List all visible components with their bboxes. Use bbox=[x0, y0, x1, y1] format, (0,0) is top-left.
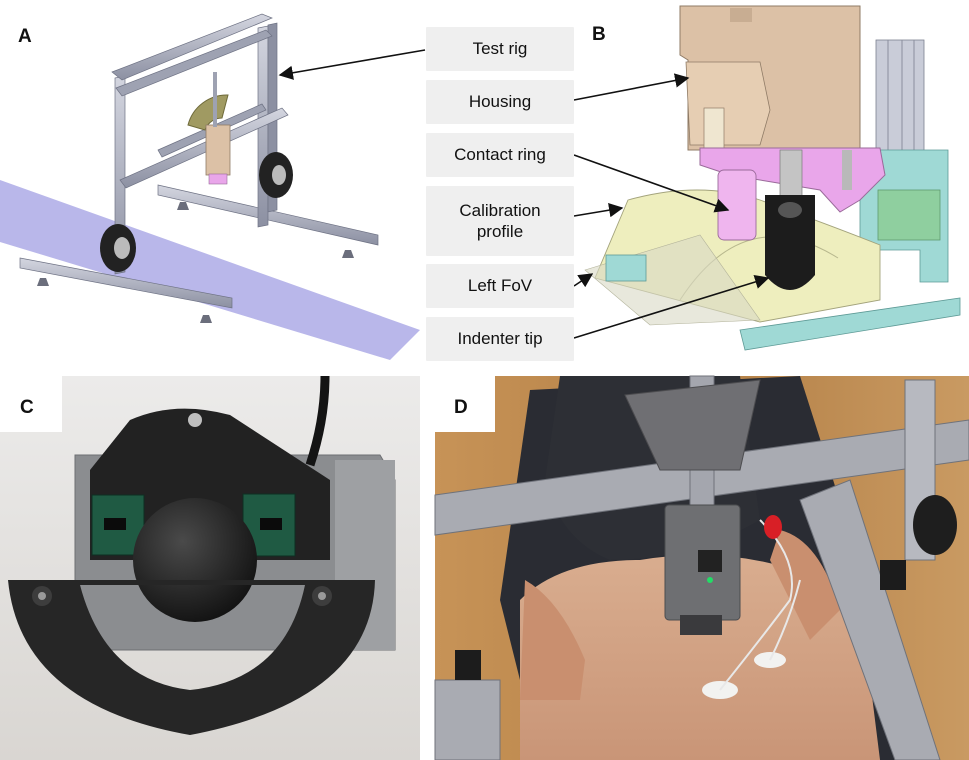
aluminium-profile bbox=[875, 39, 925, 161]
arrow-contact-ring bbox=[573, 154, 730, 213]
callout-arrows bbox=[278, 49, 770, 339]
panel-label-a: A bbox=[18, 26, 32, 47]
panel-a-test-rig-render bbox=[0, 13, 420, 360]
floor-plane bbox=[0, 180, 420, 360]
arrow-left-fov bbox=[573, 273, 594, 288]
panel-c-sensor-photo bbox=[0, 375, 420, 760]
base-bracket bbox=[739, 297, 961, 351]
front-base-bar bbox=[19, 257, 233, 309]
arrow-test-rig bbox=[278, 49, 426, 80]
panel-b-sensor-cad bbox=[584, 5, 961, 351]
callout-left-fov: Left FoV bbox=[426, 264, 574, 308]
callout-housing: Housing bbox=[426, 80, 574, 124]
indenter-ball bbox=[133, 498, 257, 622]
panel-label-b: B bbox=[592, 24, 606, 45]
arrow-indenter-tip bbox=[573, 274, 770, 339]
callout-calibration-line1: Calibration bbox=[459, 200, 541, 220]
arrow-calibration-profile bbox=[573, 203, 624, 218]
panel-label-d: D bbox=[454, 397, 468, 418]
top-beam bbox=[111, 13, 273, 81]
rig-housing bbox=[205, 124, 231, 176]
arrow-housing bbox=[573, 73, 690, 101]
gear-sector bbox=[187, 94, 229, 131]
subject-torso bbox=[520, 555, 880, 760]
contact-ring-photo bbox=[8, 580, 375, 735]
panel-label-c: C bbox=[20, 397, 34, 418]
panel-d-experiment-photo bbox=[434, 375, 969, 760]
callout-indenter-tip: Indenter tip bbox=[426, 317, 574, 361]
callout-contact-ring: Contact ring bbox=[426, 133, 574, 177]
callout-calibration-profile: Calibration profile bbox=[426, 186, 574, 256]
indenter-tip bbox=[765, 195, 815, 290]
callout-calibration-line2: profile bbox=[476, 222, 524, 241]
callout-test-rig: Test rig bbox=[426, 27, 574, 71]
